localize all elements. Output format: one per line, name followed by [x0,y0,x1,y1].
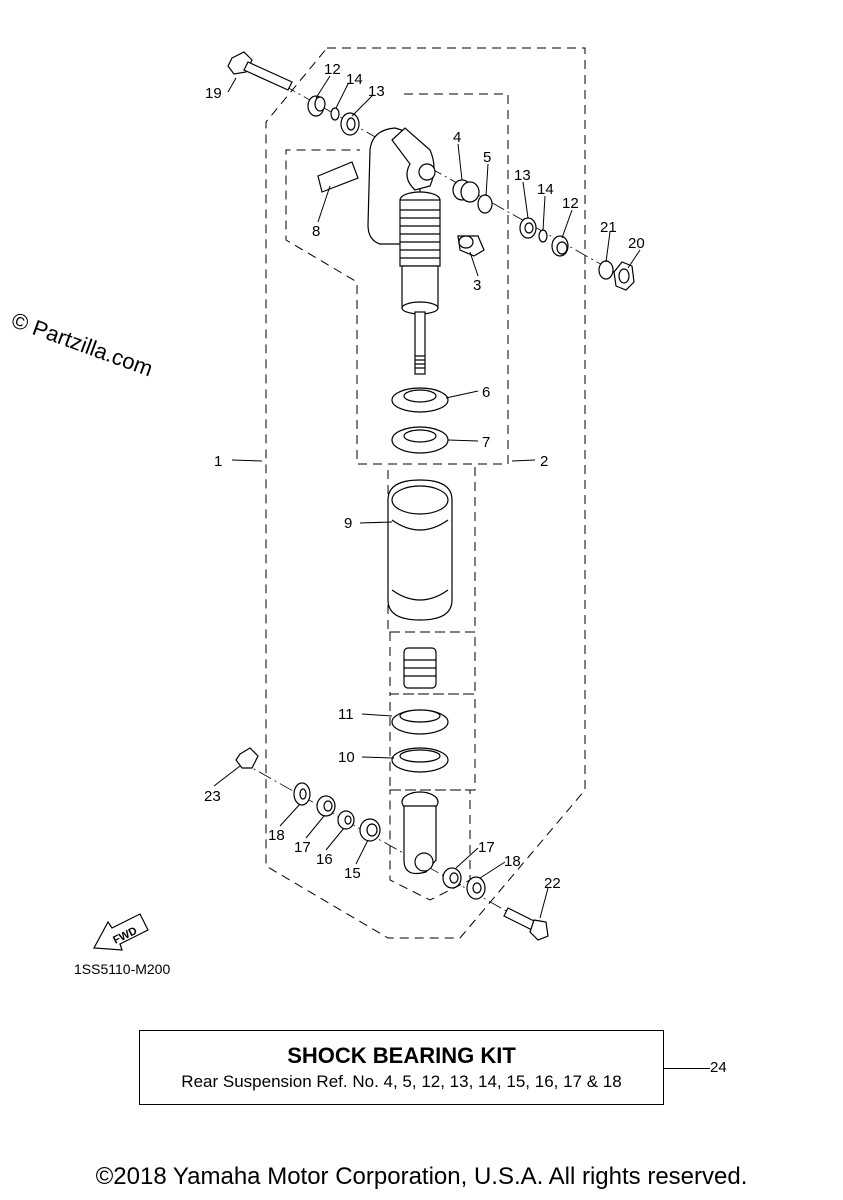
lower-bolt-axis [237,759,541,931]
callout-7: 7 [482,434,490,451]
callout-17-right: 17 [478,839,495,856]
copyright-notice: ©2018 Yamaha Motor Corporation, U.S.A. A… [95,1163,748,1190]
fwd-arrow-icon: FWD [93,913,149,951]
group-outline-seats [389,693,476,791]
callout-6: 6 [482,384,490,401]
part-19-bolt [227,51,293,91]
part-11-spring-seat [391,709,449,735]
callout-4: 4 [453,129,461,146]
kit-ref-number: 24 [710,1059,727,1076]
callout-11: 11 [338,706,354,723]
part-13-seal-left [340,112,360,136]
callout-labels: 19 12 14 13 4 5 13 14 12 21 20 8 3 6 7 1… [204,61,645,892]
kit-description: Rear Suspension Ref. No. 4, 5, 12, 13, 1… [181,1072,622,1091]
part-5-snap-ring [477,194,493,214]
callout-12-right: 12 [562,195,579,212]
part-18-washer-right [466,876,486,900]
callout-13-right: 13 [514,167,531,184]
callout-23: 23 [204,788,221,805]
part-12-collar-left [307,95,326,117]
lower-clevis [401,791,439,875]
shock-bearing-kit-box: SHOCK BEARING KIT Rear Suspension Ref. N… [139,1030,664,1105]
part-20-nut [613,261,635,291]
part-4-bushing [452,179,480,203]
callout-9: 9 [344,515,352,532]
part-6-adjuster-nut [391,387,449,413]
part-7-lock-nut [391,426,449,454]
group-outline-1 [265,47,586,939]
partzilla-watermark: © Partzilla.com [8,307,156,381]
part-15-bearing [359,818,381,842]
callout-5: 5 [483,149,491,166]
part-14-oring-left [330,107,340,121]
kit-title: SHOCK BEARING KIT [287,1043,516,1068]
kit-leader-line [664,1068,710,1069]
part-21-washer [598,260,614,280]
callout-10: 10 [338,749,355,766]
part-16-collar [337,810,355,830]
shock-absorber-body [367,127,441,375]
callout-16: 16 [316,851,333,868]
part-10-spring-seat [391,747,449,773]
callout-14-upper-left: 14 [346,71,363,88]
callout-14-right: 14 [537,181,554,198]
part-18-washer-left [293,782,311,806]
part-23-nut [235,747,259,769]
callout-20: 20 [628,235,645,252]
group-outline-2 [285,93,509,465]
callout-1: 1 [214,453,222,470]
part-14-oring-right [538,229,548,243]
callout-22: 22 [544,875,561,892]
part-13-seal-right [519,217,537,239]
callout-15: 15 [344,865,361,882]
callout-19: 19 [205,85,222,102]
bump-rubber [403,647,437,689]
diagram-code: 1SS5110-M200 [74,961,170,977]
callout-17-left: 17 [294,839,311,856]
part-22-bolt [503,907,549,941]
part-9-spring [387,479,453,621]
part-17-collar-right [442,867,462,889]
callout-21: 21 [600,219,617,236]
callout-18-left: 18 [268,827,285,844]
leader-lines [213,75,641,919]
group-outline-lower [389,789,471,901]
callout-8: 8 [312,223,320,240]
part-8-label [317,161,359,193]
callout-2: 2 [540,453,548,470]
callout-12-upper-left: 12 [324,61,341,78]
part-12-collar-right [551,235,569,257]
callout-13-upper-left: 13 [368,83,385,100]
callout-3: 3 [473,277,481,294]
part-17-collar-left [316,795,336,817]
callout-18-right: 18 [504,853,521,870]
part-3-valve [457,235,485,257]
